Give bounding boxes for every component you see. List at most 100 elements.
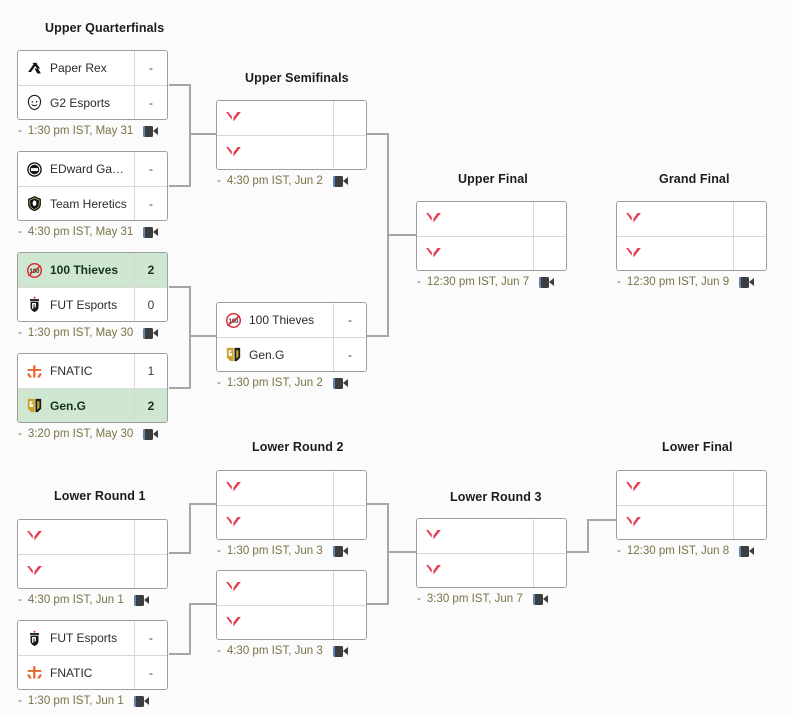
team-cell [217,471,333,505]
match-lower-final[interactable]: -12:30 pm IST, Jun 8 [616,470,767,557]
match-time: 4:30 pm IST, Jun 3 [226,645,323,657]
team-row[interactable]: FNATIC- [18,655,167,689]
team-row[interactable] [617,471,766,505]
team-row[interactable]: Paper Rex- [18,51,167,85]
team-row[interactable]: 100 100 Thieves- [217,303,366,337]
team-row[interactable] [217,135,366,169]
team-row[interactable] [417,553,566,587]
team-name: FNATIC [50,665,93,680]
team-score [733,202,766,236]
meta-dash: - [617,276,621,288]
valorant-logo-icon [225,614,242,631]
meta-dash: - [18,125,22,137]
match-box[interactable]: 100 100 Thieves- Gen.G- [216,302,367,372]
match-uqf1[interactable]: Paper Rex- G2 Esports- -1:30 pm IST, May … [17,50,168,137]
team-row[interactable] [617,202,766,236]
team-row[interactable]: FUT Esports- [18,621,167,655]
match-box[interactable] [616,201,767,271]
match-lr1a[interactable]: -4:30 pm IST, Jun 1 [17,519,168,606]
valorant-logo-icon [425,211,442,228]
round-title-upper-final: Upper Final [458,172,528,186]
team-score [333,606,366,639]
match-lr1b[interactable]: FUT Esports-FNATIC- -1:30 pm IST, Jun 1 [17,620,168,707]
team-row[interactable] [217,505,366,539]
video-camera-icon[interactable] [143,428,159,440]
video-camera-icon[interactable] [332,377,348,389]
team-row[interactable]: EDward Gami…- [18,152,167,186]
match-box[interactable] [416,518,567,588]
team-cell: FNATIC [18,656,134,689]
video-camera-icon[interactable] [332,545,348,557]
hundred-thieves-logo: 100 [26,262,43,279]
team-cell: FUT Esports [18,621,134,655]
match-meta: -1:30 pm IST, May 30 [17,327,168,339]
team-row[interactable] [217,471,366,505]
video-camera-icon[interactable] [143,327,159,339]
match-box[interactable] [616,470,767,540]
team-name: EDward Gami… [50,162,128,176]
match-box[interactable]: FUT Esports-FNATIC- [17,620,168,690]
video-camera-icon[interactable] [739,545,755,557]
team-score [533,554,566,587]
video-camera-icon[interactable] [143,125,159,137]
team-row[interactable] [217,101,366,135]
team-row[interactable] [617,505,766,539]
match-box[interactable] [416,201,567,271]
video-camera-icon[interactable] [332,645,348,657]
team-score [333,101,366,135]
team-cell [417,202,533,236]
team-row[interactable] [18,520,167,554]
team-score: - [333,303,366,337]
video-camera-icon[interactable] [332,175,348,187]
match-upper-final[interactable]: -12:30 pm IST, Jun 7 [416,201,567,288]
match-lr3[interactable]: -3:30 pm IST, Jun 7 [416,518,567,605]
match-uqf2[interactable]: EDward Gami…- Team Heretics--4:30 pm IST… [17,151,168,238]
fut-esports-logo [26,630,43,647]
match-box[interactable] [216,570,367,640]
video-camera-icon[interactable] [739,276,755,288]
team-row[interactable] [417,519,566,553]
video-camera-icon[interactable] [133,695,149,707]
team-cell [617,237,733,270]
match-box[interactable] [216,100,367,170]
match-box[interactable]: EDward Gami…- Team Heretics- [17,151,168,221]
match-lr2b[interactable]: -4:30 pm IST, Jun 3 [216,570,367,657]
match-box[interactable] [17,519,168,589]
video-camera-icon[interactable] [133,594,149,606]
team-row[interactable]: Gen.G- [217,337,366,371]
team-row[interactable] [217,605,366,639]
match-box[interactable]: Paper Rex- G2 Esports- [17,50,168,120]
video-camera-icon[interactable] [532,593,548,605]
video-camera-icon[interactable] [143,226,159,238]
team-cell [417,519,533,553]
match-meta: -1:30 pm IST, Jun 1 [17,695,168,707]
valorant-logo-icon [625,514,642,531]
round-title-lower-final: Lower Final [662,440,733,454]
team-row[interactable] [18,554,167,588]
team-row[interactable] [417,202,566,236]
team-row[interactable] [217,571,366,605]
team-score: - [134,152,167,186]
match-usf1[interactable]: -4:30 pm IST, Jun 2 [216,100,367,187]
video-camera-icon[interactable] [539,276,555,288]
team-name: 100 Thieves [249,313,315,327]
team-row[interactable] [417,236,566,270]
svg-text:100: 100 [30,268,41,274]
team-row[interactable]: G2 Esports- [18,85,167,119]
match-meta: -4:30 pm IST, Jun 2 [216,175,367,187]
match-grand-final[interactable]: -12:30 pm IST, Jun 9 [616,201,767,288]
match-usf2[interactable]: 100 100 Thieves- Gen.G--1:30 pm IST, Jun… [216,302,367,389]
match-lr2a[interactable]: -1:30 pm IST, Jun 3 [216,470,367,557]
team-row[interactable]: Team Heretics- [18,186,167,220]
team-row[interactable] [617,236,766,270]
match-time: 1:30 pm IST, May 31 [27,125,134,137]
match-box[interactable] [216,470,367,540]
